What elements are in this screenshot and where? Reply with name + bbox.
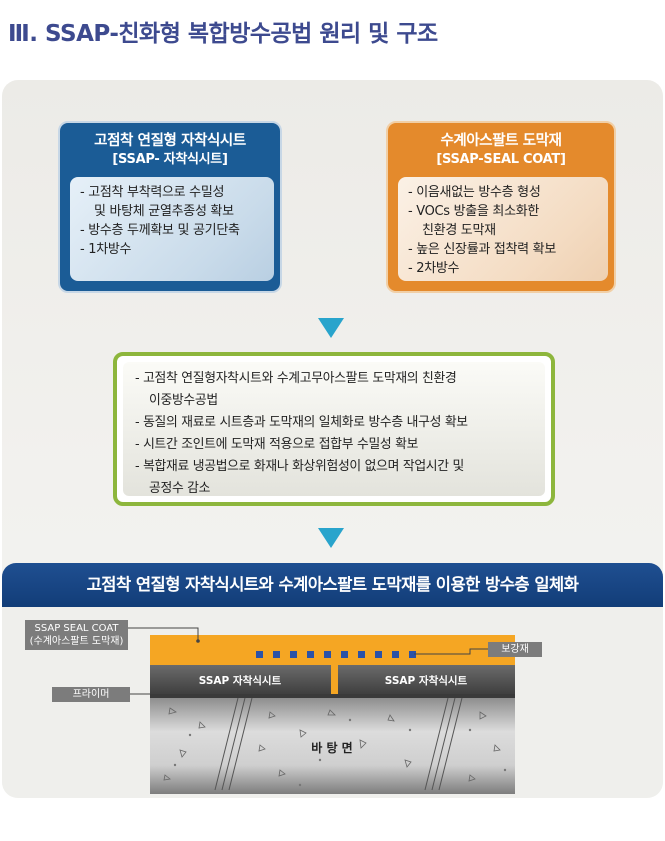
- seal-coat-callout-line: [128, 627, 199, 641]
- primer-callout: 프라이머: [52, 687, 130, 702]
- integration-banner: 고점착 연질형 자착식시트와 수계아스팔트 도막재를 이용한 방수층 일체화: [2, 563, 663, 607]
- adhesive-sheet-right: [338, 665, 515, 694]
- aggregate-marks: [163, 707, 501, 782]
- list-item: 공정수 감소: [149, 481, 211, 496]
- seal-coat-card: 수계아스팔트 도막재 [SSAP-SEAL COAT] - 이음새없는 방수층 …: [386, 121, 616, 293]
- adhesive-sheet-subtitle: [SSAP- 자착식시트]: [112, 152, 228, 167]
- adhesive-sheet-card: 고점착 연질형 자착식시트 [SSAP- 자착식시트] - 고점착 부착력으로 …: [58, 121, 282, 293]
- list-item: - 2차방수: [408, 261, 460, 276]
- seal-coat-callout-line2: (수계아스팔트 도막재): [29, 636, 124, 647]
- seal-coat-callout-line1: SSAP SEAL COAT: [34, 623, 119, 634]
- adhesive-sheet-left-label: SSAP 자착식시트: [199, 674, 282, 687]
- primer-layer: [150, 694, 515, 698]
- list-item: - 복합재료 냉공법으로 화재나 화상위험성이 없으며 작업시간 및: [135, 459, 464, 474]
- seal-coat-subtitle: [SSAP-SEAL COAT]: [436, 152, 566, 167]
- seal-coat-callout: SSAP SEAL COAT (수계아스팔트 도막재): [25, 620, 128, 650]
- adhesive-sheet-right-label: SSAP 자착식시트: [385, 674, 468, 687]
- list-item: 친환경 도막재: [422, 223, 496, 238]
- down-arrow-icon: [318, 318, 344, 338]
- adhesive-sheet-left: [150, 665, 331, 694]
- substrate-layer: [150, 698, 515, 794]
- list-item: - 고점착 연질형자착시트와 수계고무아스팔트 도막재의 친환경: [135, 371, 457, 386]
- page-title: Ⅲ. SSAP-친화형 복합방수공법 원리 및 구조: [8, 21, 438, 47]
- down-arrow-icon: [318, 528, 344, 548]
- reinforcement-callout-line: [414, 648, 488, 655]
- list-item: 및 바탕체 균열추종성 확보: [94, 204, 234, 219]
- substrate-crack-lines: [214, 697, 463, 791]
- seal-coat-title: 수계아스팔트 도막재: [440, 133, 562, 149]
- aggregate-dots: [173, 718, 507, 787]
- list-item: - 이음새없는 방수층 형성: [408, 185, 541, 200]
- list-item: - VOCs 방출을 최소화한: [408, 204, 540, 219]
- list-item: - 시트간 조인트에 도막재 적용으로 접합부 수밀성 확보: [135, 437, 419, 452]
- list-item: - 높은 신장률과 접착력 확보: [408, 242, 556, 257]
- list-item: 이중방수공법: [149, 393, 218, 408]
- adhesive-sheet-title: 고점착 연질형 자착식시트: [94, 133, 246, 149]
- list-item: - 고점착 부착력으로 수밀성: [80, 185, 225, 200]
- seal-coat-callout-dot: [196, 639, 200, 643]
- reinforcement-mesh: [256, 651, 416, 658]
- list-item: - 방수층 두께확보 및 공기단축: [80, 223, 240, 238]
- reinforcement-callout: 보강재: [488, 642, 542, 657]
- substrate-label: 바 탕 면: [311, 740, 352, 755]
- list-item: - 1차방수: [80, 242, 132, 257]
- list-item: - 동질의 재료로 시트층과 도막재의 일체화로 방수층 내구성 확보: [135, 415, 468, 430]
- seal-coat-layer: [150, 635, 515, 694]
